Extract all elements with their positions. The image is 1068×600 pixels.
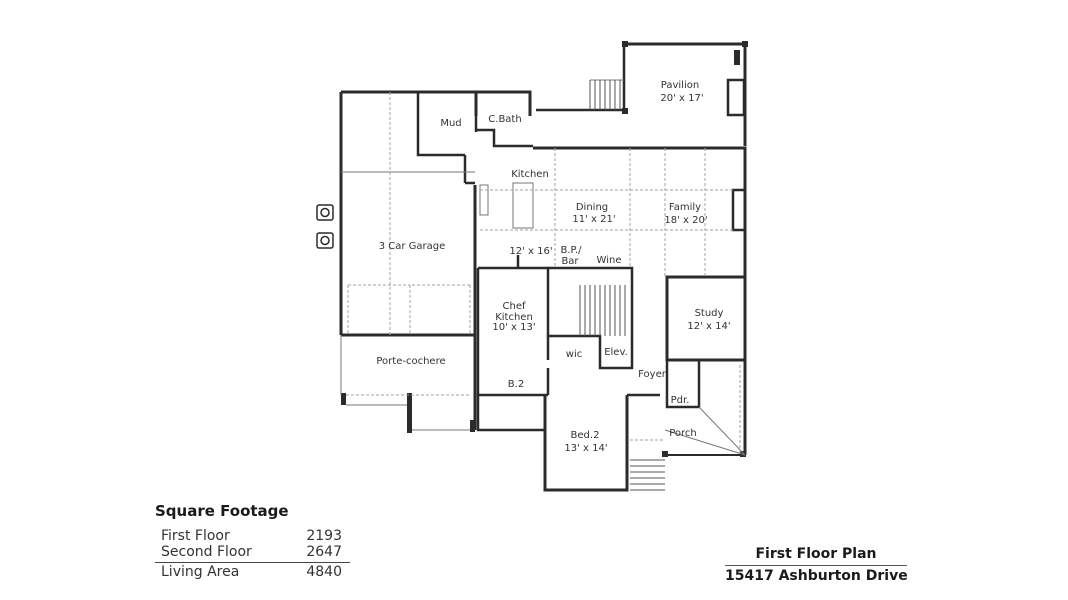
room-elev-name: Elev.: [604, 347, 628, 358]
sqft-row-second-floor: Second Floor 2647: [155, 544, 350, 560]
room-study-size: 12' x 14': [687, 321, 730, 332]
room-bed2-name: Bed.2: [571, 430, 600, 441]
room-foyer-name: Foyer: [638, 369, 667, 380]
sqft-total-label: Living Area: [161, 564, 240, 580]
square-footage-table: Square Footage First Floor 2193 Second F…: [155, 502, 350, 580]
sqft-total-value: 4840: [306, 564, 342, 580]
sqft-row-total: Living Area 4840: [155, 564, 350, 580]
room-garage-name: 3 Car Garage: [379, 241, 446, 252]
room-kitchen-size: 12' x 16': [509, 246, 552, 257]
room-porte-name: Porte-cochere: [376, 356, 445, 367]
room-bpbar-name: B.P./: [560, 245, 582, 256]
room-chef-name2: Kitchen: [495, 312, 533, 323]
sqft-value: 2193: [306, 528, 342, 544]
room-cbath-name: C.Bath: [488, 114, 521, 125]
square-footage-title: Square Footage: [155, 502, 289, 520]
plan-address: 15417 Ashburton Drive: [725, 568, 908, 584]
room-dining-name: Dining: [576, 202, 608, 213]
sqft-label: Second Floor: [161, 544, 252, 560]
room-b2-name: B.2: [508, 379, 524, 390]
title-divider: [725, 565, 907, 566]
room-kitchen-name: Kitchen: [511, 169, 549, 180]
room-porch-name: Porch: [669, 428, 697, 439]
room-pavilion-size: 20' x 17': [660, 93, 703, 104]
room-bpbar-name2: Bar: [561, 256, 579, 267]
sqft-row-first-floor: First Floor 2193: [155, 528, 350, 544]
room-study-name: Study: [695, 308, 724, 319]
room-wine-name: Wine: [597, 255, 622, 266]
room-family-name: Family: [669, 202, 701, 213]
room-bed2-size: 13' x 14': [564, 443, 607, 454]
sqft-divider: [155, 562, 350, 563]
room-chef-size: 10' x 13': [492, 322, 535, 333]
sqft-value: 2647: [306, 544, 342, 560]
plan-title: First Floor Plan: [755, 546, 877, 562]
title-block: First Floor Plan 15417 Ashburton Drive: [725, 546, 908, 584]
room-dining-size: 11' x 21': [572, 214, 615, 225]
room-pavilion-name: Pavilion: [661, 80, 699, 91]
room-wic-name: wic: [566, 349, 582, 360]
ac-unit-icon: [316, 204, 334, 249]
sqft-label: First Floor: [161, 528, 230, 544]
room-chef-name: Chef: [503, 301, 526, 312]
room-pdr-name: Pdr.: [671, 395, 690, 406]
room-family-size: 18' x 20': [664, 215, 707, 226]
room-mud-name: Mud: [440, 118, 461, 129]
